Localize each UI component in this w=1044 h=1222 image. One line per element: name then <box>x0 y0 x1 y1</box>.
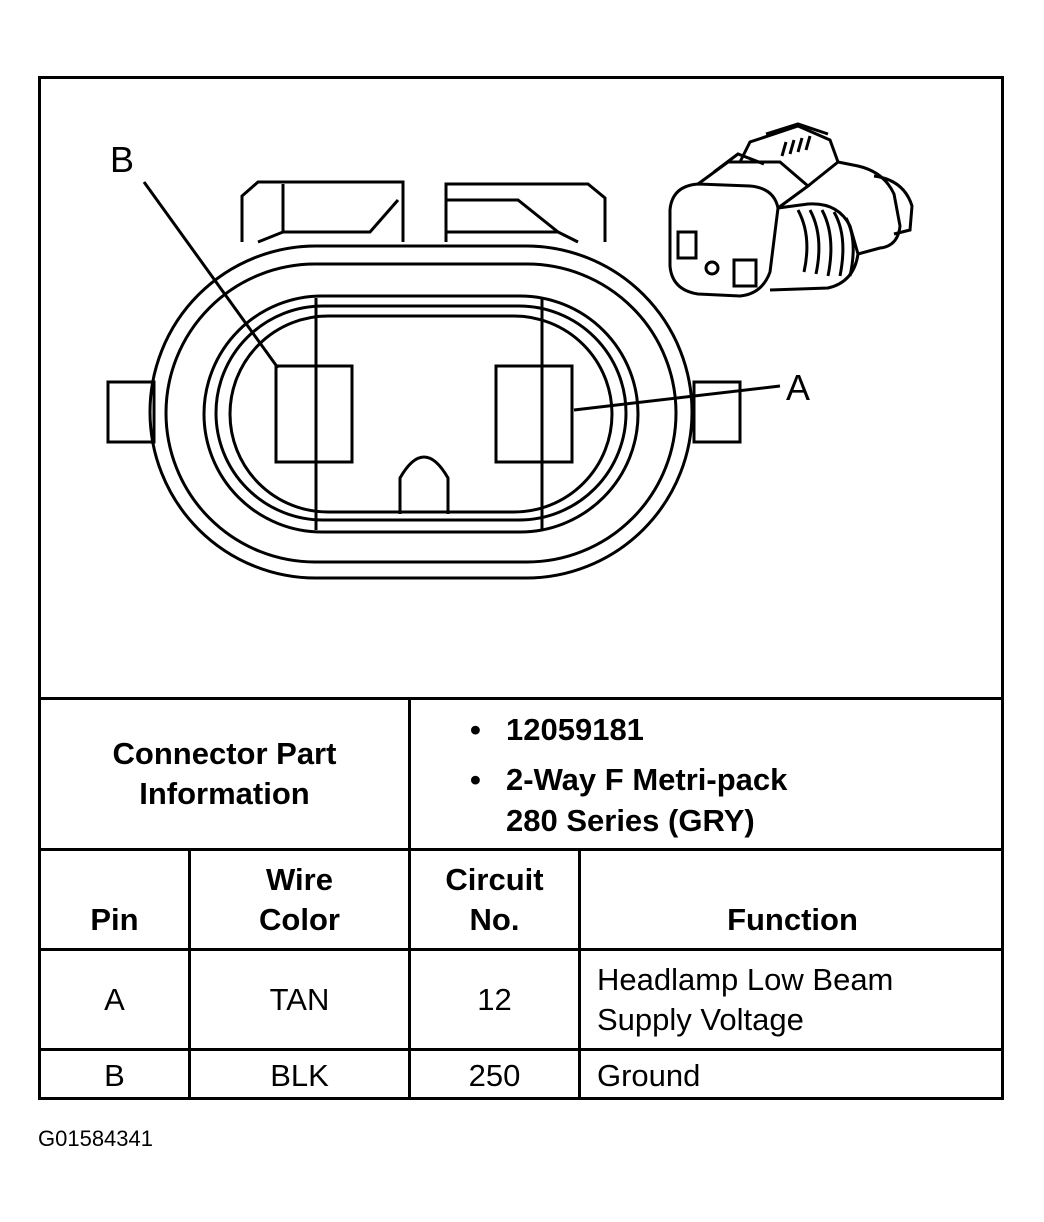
connector-info-label: Connector Part Information <box>41 700 408 848</box>
row-a-pin-value: A <box>104 981 125 1017</box>
header-wire-color: Wire Color <box>191 851 408 948</box>
header-pin-label: Pin <box>90 902 139 937</box>
header-circuit-line2: No. <box>469 901 520 937</box>
leader-line-b <box>142 181 280 369</box>
header-wire-color-line2: Color <box>259 901 340 937</box>
row-a-pin: A <box>41 951 188 1048</box>
rule-info-divider <box>408 697 411 1100</box>
rule-pin-divider <box>188 848 191 1100</box>
row-a-function-line2: Supply Voltage <box>597 1001 804 1037</box>
row-b-circuit-value: 250 <box>468 1057 521 1093</box>
header-circuit: Circuit No. <box>411 851 578 948</box>
rule-circuit-divider <box>578 848 581 1100</box>
row-b-pin: B <box>41 1051 188 1100</box>
connector-3d-view <box>668 122 914 298</box>
connector-info-label-line2: Information <box>139 776 310 811</box>
part-number: 12059181 <box>506 712 644 747</box>
label-b: B <box>110 139 134 180</box>
connector-seal-outer <box>202 294 640 534</box>
rule-diagram-bottom <box>38 697 1004 700</box>
leader-line-a <box>573 384 781 412</box>
figure-id: G01584341 <box>38 1126 153 1151</box>
row-a-circuit: 12 <box>411 951 578 1048</box>
connector-type: 2-Way F Metri-pack <box>506 762 788 797</box>
rule-header-bottom <box>38 948 1004 951</box>
diagram-frame <box>38 76 1004 1100</box>
row-b-function: Ground <box>581 1051 1004 1100</box>
row-a-function: Headlamp Low Beam Supply Voltage <box>581 951 1004 1048</box>
row-a-wire-color: TAN <box>191 951 408 1048</box>
row-a-circuit-value: 12 <box>477 981 512 1017</box>
connector-seal-mid <box>214 304 628 522</box>
connector-seal-inner <box>228 314 614 514</box>
polarizing-key <box>398 455 450 514</box>
rule-info-bottom <box>38 848 1004 851</box>
label-a: A <box>786 367 810 408</box>
connector-info-label-line1: Connector Part <box>112 736 337 771</box>
terminal-b <box>274 364 354 464</box>
connector-body-ring <box>164 262 678 564</box>
row-b-pin-value: B <box>104 1057 125 1093</box>
side-tab-right <box>692 380 742 444</box>
bullet-1-marker: • <box>470 712 481 747</box>
side-tab-left <box>106 380 156 444</box>
connector-body-outer <box>148 244 694 580</box>
connector-diagram: B A <box>106 122 914 580</box>
header-wire-color-line1: Wire <box>266 861 333 897</box>
row-b-circuit: 250 <box>411 1051 578 1100</box>
header-function-label: Function <box>727 902 858 937</box>
rule-row-a-bottom <box>38 1048 1004 1051</box>
top-latch-left <box>240 180 405 244</box>
row-a-function-line1: Headlamp Low Beam <box>597 961 894 997</box>
row-a-wire-color-value: TAN <box>269 981 330 1017</box>
terminal-a <box>494 364 574 464</box>
header-pin: Pin <box>41 851 188 948</box>
bullet-2-marker: • <box>470 762 481 797</box>
row-b-function-value: Ground <box>597 1057 701 1093</box>
connector-series: 280 Series (GRY) <box>506 803 755 838</box>
header-function: Function <box>581 851 1004 948</box>
row-b-wire-color-value: BLK <box>270 1057 329 1093</box>
top-latch-right <box>444 182 607 244</box>
row-b-wire-color: BLK <box>191 1051 408 1100</box>
header-circuit-line1: Circuit <box>445 861 544 897</box>
